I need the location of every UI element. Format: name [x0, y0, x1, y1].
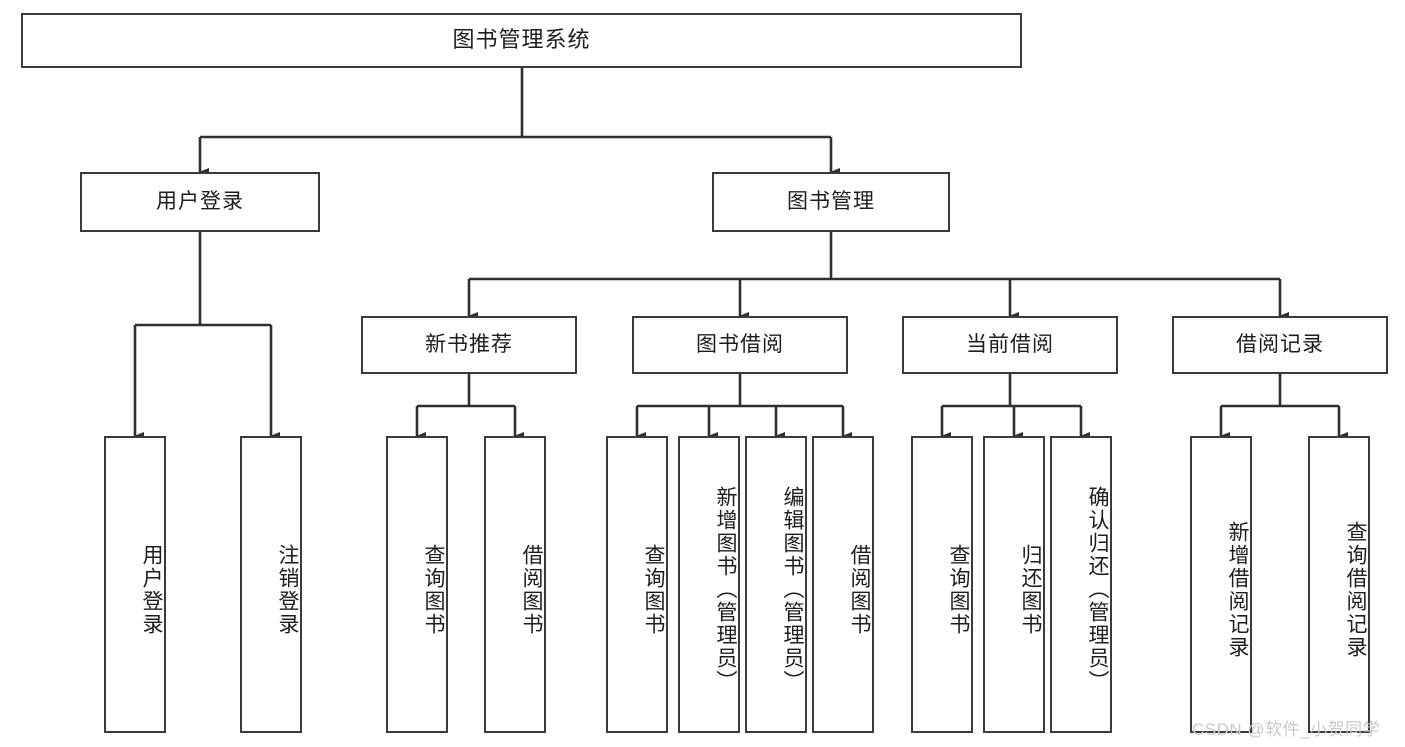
node-borrow-record[interactable]: 借阅记录	[1172, 316, 1388, 374]
node-label: 用户登录	[156, 190, 244, 214]
node-leaf-borrow-book-2[interactable]: 借阅图书	[812, 436, 874, 733]
node-user-login[interactable]: 用户登录	[80, 172, 320, 232]
node-leaf-add-record[interactable]: 新增借阅记录	[1190, 436, 1252, 733]
node-label: 归还图书	[1019, 543, 1042, 636]
node-label: 确认归还（管理员）	[1086, 486, 1109, 693]
node-label: 借阅图书	[520, 543, 543, 636]
node-root-system[interactable]: 图书管理系统	[21, 13, 1022, 68]
watermark-text: CSDN @软件_小贺同学	[1192, 720, 1381, 739]
node-label: 当前借阅	[966, 333, 1054, 357]
node-label: 查询图书	[642, 543, 665, 636]
node-label: 注销登录	[276, 543, 299, 636]
node-leaf-confirm-return[interactable]: 确认归还（管理员）	[1050, 436, 1112, 733]
node-leaf-logout[interactable]: 注销登录	[240, 436, 302, 733]
node-current-borrow[interactable]: 当前借阅	[902, 316, 1118, 374]
node-leaf-edit-book[interactable]: 编辑图书（管理员）	[745, 436, 807, 733]
node-leaf-query-record[interactable]: 查询借阅记录	[1308, 436, 1370, 733]
node-label: 图书借阅	[696, 333, 784, 357]
node-new-book-rec[interactable]: 新书推荐	[361, 316, 577, 374]
node-label: 图书管理系统	[452, 27, 591, 53]
node-label: 编辑图书（管理员）	[781, 486, 804, 693]
node-leaf-query-book-2[interactable]: 查询图书	[606, 436, 668, 733]
node-book-manage[interactable]: 图书管理	[712, 172, 950, 232]
node-leaf-query-book-3[interactable]: 查询图书	[911, 436, 973, 733]
node-label: 图书管理	[787, 190, 875, 214]
node-label: 借阅图书	[848, 543, 871, 636]
node-label: 新增图书（管理员）	[714, 486, 737, 693]
node-leaf-user-login[interactable]: 用户登录	[104, 436, 166, 733]
node-label: 新书推荐	[425, 333, 513, 357]
node-leaf-query-book-1[interactable]: 查询图书	[386, 436, 448, 733]
node-label: 新增借阅记录	[1226, 520, 1249, 659]
node-label: 借阅记录	[1236, 333, 1324, 357]
node-label: 查询图书	[947, 543, 970, 636]
node-label: 查询借阅记录	[1344, 520, 1367, 659]
node-leaf-borrow-book-1[interactable]: 借阅图书	[484, 436, 546, 733]
node-leaf-add-book[interactable]: 新增图书（管理员）	[678, 436, 740, 733]
node-leaf-return-book[interactable]: 归还图书	[983, 436, 1045, 733]
node-book-borrow[interactable]: 图书借阅	[632, 316, 848, 374]
node-label: 查询图书	[422, 543, 445, 636]
node-label: 用户登录	[140, 543, 163, 636]
